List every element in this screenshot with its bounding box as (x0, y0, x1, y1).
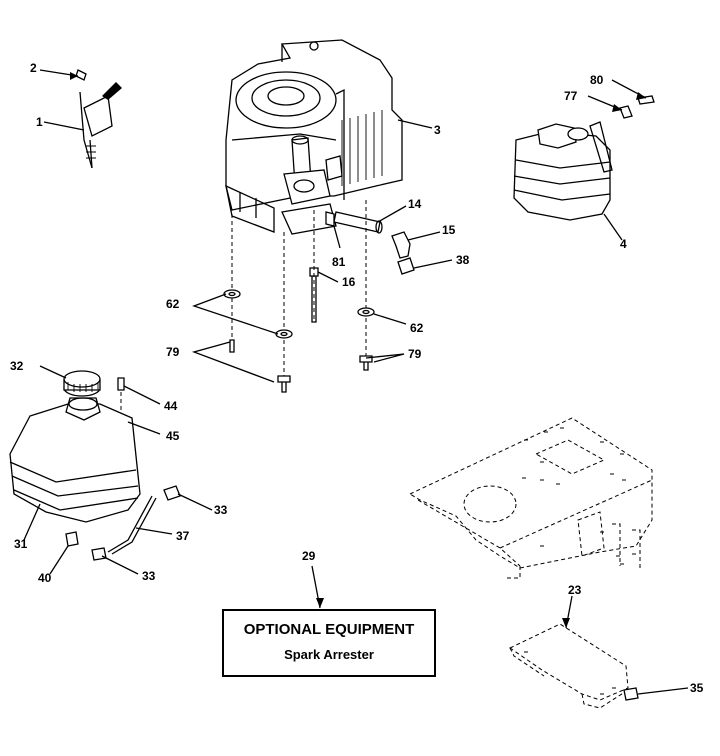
callout-31: 31 (14, 537, 28, 551)
callout-33-upper: 33 (214, 503, 228, 517)
throttle-control (75, 69, 122, 169)
callout-4: 4 (620, 237, 627, 251)
callout-32: 32 (10, 359, 24, 373)
callout-80: 80 (590, 73, 604, 87)
optional-equipment-box: OPTIONAL EQUIPMENT Spark Arrester (222, 609, 436, 677)
washers-bolts (191, 267, 405, 393)
heat-shield (509, 623, 639, 709)
callout-1: 1 (36, 115, 43, 129)
engine (225, 39, 403, 235)
callout-44: 44 (164, 399, 178, 413)
callout-77: 77 (564, 89, 578, 103)
frame-chassis (408, 417, 653, 579)
spark-arrester-label: Spark Arrester (284, 647, 374, 662)
callout-3: 3 (434, 123, 441, 137)
fuel-line (325, 211, 415, 275)
callout-2: 2 (30, 61, 37, 75)
callout-15: 15 (442, 223, 456, 237)
callout-79-left: 79 (166, 345, 180, 359)
fuel-line-clamps (91, 485, 181, 561)
callout-33-lower: 33 (142, 569, 156, 583)
callout-35: 35 (690, 681, 704, 695)
callout-23: 23 (568, 583, 582, 597)
callout-38: 38 (456, 253, 470, 267)
fuel-cap (63, 370, 101, 397)
fuel-tank (9, 397, 141, 547)
callout-29: 29 (302, 549, 316, 563)
callout-16: 16 (342, 275, 356, 289)
callout-45: 45 (166, 429, 180, 443)
mounting-lines (231, 200, 367, 378)
callout-37: 37 (176, 529, 190, 543)
optional-equipment-title: OPTIONAL EQUIPMENT (243, 621, 415, 638)
callout-62-left: 62 (166, 297, 180, 311)
leader-arrows (70, 72, 646, 628)
muffler (513, 95, 655, 221)
leader-lines (23, 69, 689, 695)
callout-14: 14 (408, 197, 422, 211)
callout-62-right: 62 (410, 321, 424, 335)
callout-79-right: 79 (408, 347, 422, 361)
callout-81: 81 (332, 255, 346, 269)
callout-40: 40 (38, 571, 52, 585)
